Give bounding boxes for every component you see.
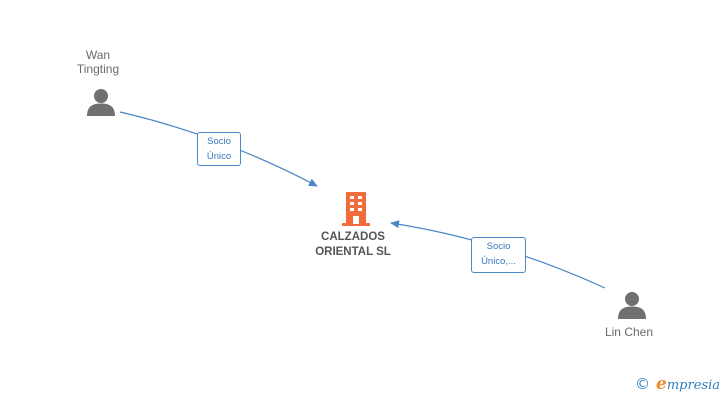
brand-logo[interactable]: empresia: [656, 374, 720, 394]
person-icon[interactable]: [617, 291, 647, 319]
brand-footer: © empresia: [635, 374, 720, 394]
company-name[interactable]: CALZADOS ORIENTAL SL: [315, 231, 391, 258]
person-icon[interactable]: [86, 88, 116, 116]
person-name-wan-tingting[interactable]: Wan Tingting: [76, 48, 120, 76]
building-icon[interactable]: [341, 190, 371, 226]
copyright-icon: ©: [635, 375, 651, 393]
edge-label-socio-unico-2[interactable]: Socio Único,...: [471, 237, 526, 273]
person-name-lin-chen[interactable]: Lin Chen: [604, 325, 654, 339]
edge-label-socio-unico[interactable]: Socio Único: [197, 132, 241, 166]
